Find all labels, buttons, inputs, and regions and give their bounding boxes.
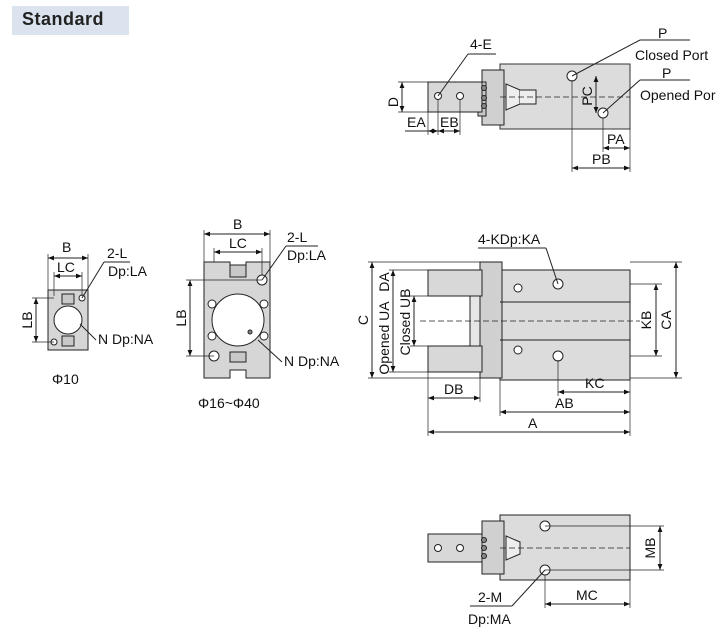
label-closed-port: Closed Port (635, 47, 708, 63)
label-closed-ub: Closed UB (397, 289, 413, 356)
end-view-large-labels: B LC 2-L Dp:LA LB N Dp:NA Φ16~Φ40 (173, 216, 340, 411)
label-large-b: B (233, 216, 242, 232)
label-large-lb: LB (173, 309, 189, 326)
label-mc: MC (576, 587, 598, 603)
label-small-n-dp-na: N Dp:NA (98, 331, 154, 347)
label-small-size: Φ10 (52, 371, 79, 387)
label-opened-port: Opened Por (640, 87, 716, 103)
label-large-lc: LC (229, 235, 247, 251)
label-small-lc: LC (57, 259, 75, 275)
label-4-kdp-ka: 4-KDp:KA (478, 231, 541, 247)
label-large-n-dp-na: N Dp:NA (284, 353, 340, 369)
label-p-opened: P (662, 65, 671, 81)
title-banner: Standard (12, 6, 129, 35)
page-title: Standard (22, 9, 105, 29)
side-jaw (427, 81, 483, 113)
bottom-view-labels: MB 2-M Dp:MA MC (468, 538, 658, 628)
label-ab: AB (555, 395, 574, 411)
label-pb: PB (592, 151, 611, 167)
label-pc: PC (579, 86, 595, 105)
label-ea: EA (407, 114, 426, 130)
top-jaw-upper (427, 269, 483, 297)
label-dp-ma: Dp:MA (468, 611, 511, 627)
label-large-dp-la: Dp:LA (287, 247, 327, 263)
top-hole-2 (552, 350, 564, 362)
large-bore (211, 293, 265, 347)
label-4-e: 4-E (470, 36, 492, 52)
top-view-labels: 4-KDp:KA C Opened UA DA Closed UB KB CA … (355, 231, 674, 431)
label-p-closed: P (658, 25, 667, 41)
label-kc: KC (585, 375, 604, 391)
label-kb: KB (638, 311, 654, 330)
side-view-labels: 4-E P Closed Port P Opened Por D EA EB P… (385, 25, 716, 167)
label-small-dp-la: Dp:LA (108, 263, 148, 279)
label-pa: PA (607, 131, 625, 147)
label-small-b: B (62, 239, 71, 255)
label-2-m: 2-M (478, 589, 502, 605)
end-view-large (186, 230, 318, 379)
end-view-small-labels: B LC 2-L Dp:LA LB N Dp:NA Φ10 (19, 239, 154, 387)
label-a: A (528, 415, 538, 431)
end-view-small (32, 254, 130, 351)
label-mb: MB (642, 538, 658, 559)
label-eb: EB (440, 114, 459, 130)
label-large-size: Φ16~Φ40 (198, 395, 260, 411)
bottom-view (427, 514, 664, 608)
label-small-2-l: 2-L (107, 245, 127, 261)
label-small-lb: LB (19, 311, 35, 328)
top-view (368, 247, 682, 436)
jaw-hole-2 (456, 92, 464, 100)
small-bore (53, 305, 83, 335)
side-view (398, 39, 690, 172)
label-db: DB (444, 381, 463, 397)
label-c: C (355, 315, 371, 325)
label-da: DA (376, 272, 392, 292)
top-jaw-lower (427, 345, 483, 373)
label-d: D (385, 97, 401, 107)
label-opened-ua: Opened UA (376, 301, 392, 375)
label-ca: CA (658, 310, 674, 330)
label-large-2-l: 2-L (287, 229, 307, 245)
